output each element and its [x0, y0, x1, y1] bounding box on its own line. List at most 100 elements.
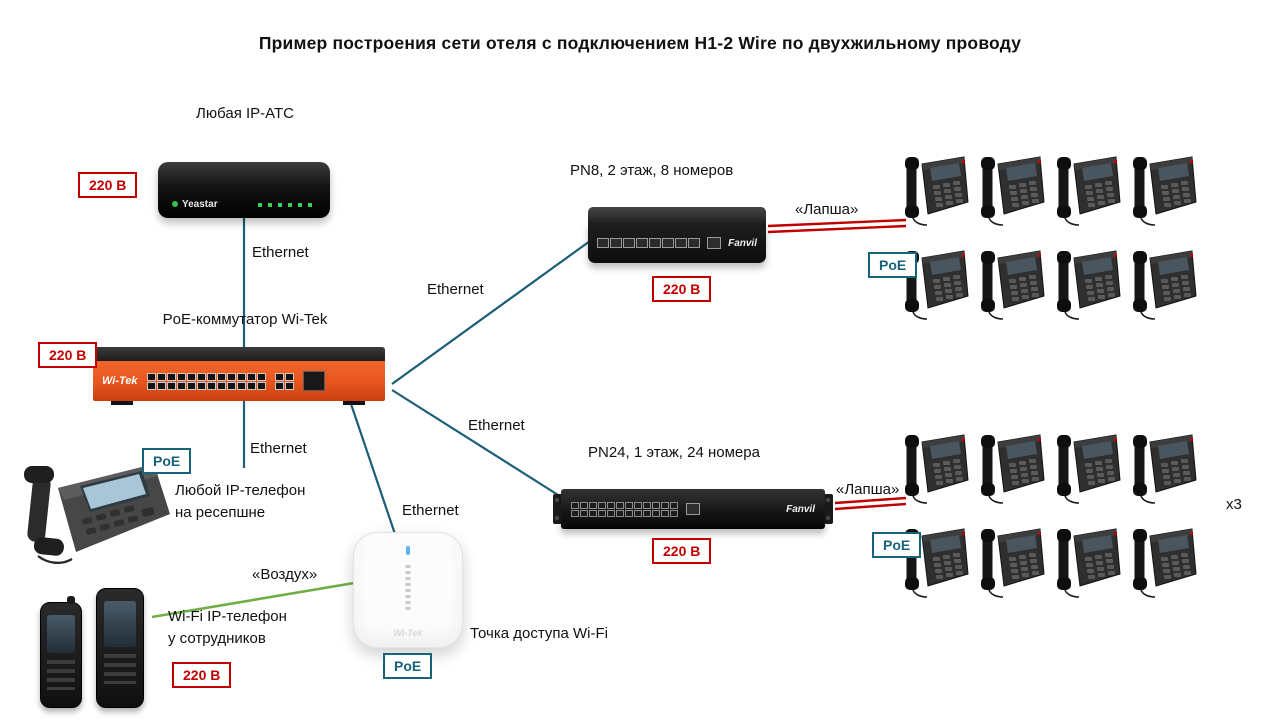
ethernet-port	[206, 372, 216, 381]
power-badge-pbx: 220 В	[78, 172, 138, 198]
ethernet-port	[196, 372, 206, 381]
ethernet-port	[675, 238, 687, 248]
ethernet-port	[176, 381, 186, 390]
poe-badge-pn8-phones: PoE	[868, 252, 918, 278]
ethernet-port	[598, 501, 606, 509]
phones-multiplier-label: x3	[1226, 496, 1242, 513]
ethernet-port	[607, 501, 615, 509]
reception-phone-image	[24, 464, 170, 564]
wifi-phone-label-line1: Wi-Fi IP-телефон	[168, 608, 287, 625]
phone-grid-floor1	[905, 428, 1205, 598]
ethernet-port	[146, 372, 156, 381]
room-desk-phone	[981, 250, 1045, 320]
lapsha-line-pn8-a	[767, 218, 907, 228]
ethernet-port	[625, 501, 633, 509]
ethernet-label-ap: Ethernet	[402, 502, 459, 519]
power-badge-pn8: 220 В	[652, 276, 712, 302]
pbx-label: Любая IP-АТС	[196, 105, 294, 122]
ethernet-port	[634, 509, 642, 517]
ethernet-port	[146, 381, 156, 390]
reception-phone-device	[20, 452, 172, 569]
room-desk-phone	[905, 434, 969, 504]
lapsha-line-pn24-b	[834, 502, 907, 511]
ethernet-port	[643, 509, 651, 517]
power-badge-pn24: 220 В	[652, 538, 712, 564]
handset-screen	[103, 601, 137, 647]
room-desk-phone	[981, 156, 1045, 226]
pn8-label: PN8, 2 этаж, 8 номеров	[570, 162, 734, 179]
diagram-title: Пример построения сети отеля с подключен…	[258, 33, 1022, 53]
ethernet-port	[670, 509, 678, 517]
ethernet-port	[226, 381, 236, 390]
ethernet-port	[652, 501, 660, 509]
ethernet-port	[652, 509, 660, 517]
pn24-brand-text: Fanvil	[786, 503, 815, 515]
ethernet-port	[670, 501, 678, 509]
ethernet-port	[571, 509, 579, 517]
vozduh-line-handset-ap	[151, 580, 361, 619]
reception-phone-label-line1: Любой IP-телефон	[175, 482, 306, 499]
pn8-brand-text: Fanvil	[728, 237, 757, 249]
pbx-device: Yeastar	[158, 162, 330, 218]
ethernet-port	[610, 238, 622, 248]
room-desk-phone	[981, 528, 1045, 598]
poe-badge-reception: PoE	[142, 448, 192, 474]
ethernet-port	[156, 381, 166, 390]
room-desk-phone	[981, 434, 1045, 504]
ethernet-port	[236, 381, 246, 390]
ethernet-port	[166, 372, 176, 381]
ethernet-port	[196, 381, 206, 390]
phone-grid-floor2	[905, 150, 1205, 320]
switch-port-block	[146, 372, 266, 390]
poe-badge-pn24-phones: PoE	[872, 532, 922, 558]
pn24-rack-ear-left	[553, 494, 562, 524]
ethernet-label-pbx: Ethernet	[252, 244, 309, 261]
poe-badge-ap: PoE	[383, 653, 433, 679]
power-badge-switch: 220 В	[38, 342, 98, 368]
pn24-uplink-port	[686, 503, 700, 515]
ethernet-port	[186, 372, 196, 381]
ethernet-port	[589, 501, 597, 509]
pn24-rack-ear-right	[824, 494, 833, 524]
ethernet-port	[598, 509, 606, 517]
lapsha-line-pn8-b	[767, 224, 907, 234]
ethernet-label-pn24: Ethernet	[468, 417, 525, 434]
access-point-device: Wi-Tek	[353, 532, 463, 648]
handset-keypad	[103, 654, 137, 684]
ethernet-port	[206, 381, 216, 390]
ethernet-port	[661, 501, 669, 509]
ethernet-port	[634, 501, 642, 509]
ethernet-port	[166, 381, 176, 390]
room-desk-phone	[905, 156, 969, 226]
ethernet-port	[176, 372, 186, 381]
wifi-phone-label-line2: у сотрудников	[168, 630, 266, 647]
ethernet-port	[226, 372, 236, 381]
ethernet-port	[246, 372, 256, 381]
switch-brand-text: Wi-Tek	[102, 375, 138, 387]
ethernet-port	[661, 509, 669, 517]
ethernet-port	[284, 372, 294, 381]
room-desk-phone	[1133, 528, 1197, 598]
ethernet-port	[580, 501, 588, 509]
room-desk-phone	[1133, 250, 1197, 320]
ethernet-port	[216, 381, 226, 390]
ethernet-port	[623, 238, 635, 248]
ethernet-line-switch-pn24	[391, 389, 567, 501]
reception-phone-label: Любой IP-телефон на ресепшне	[175, 480, 305, 524]
ethernet-line-switch-ap	[348, 400, 398, 538]
ethernet-line-switch-pn8	[391, 240, 591, 385]
lapsha-label-pn24: «Лапша»	[836, 481, 900, 498]
power-badge-wifi-phone: 220 В	[172, 662, 232, 688]
room-desk-phone	[1057, 156, 1121, 226]
vozduh-label: «Воздух»	[252, 566, 318, 583]
switch-front-panel: Wi-Tek	[93, 361, 385, 401]
room-desk-phone	[1057, 434, 1121, 504]
pn8-uplink-port	[707, 237, 721, 249]
ethernet-port	[580, 509, 588, 517]
room-desk-phone	[1133, 156, 1197, 226]
ethernet-port	[616, 509, 624, 517]
ethernet-port	[625, 509, 633, 517]
switch-top-panel	[93, 347, 385, 361]
lapsha-line-pn24-a	[834, 496, 907, 505]
